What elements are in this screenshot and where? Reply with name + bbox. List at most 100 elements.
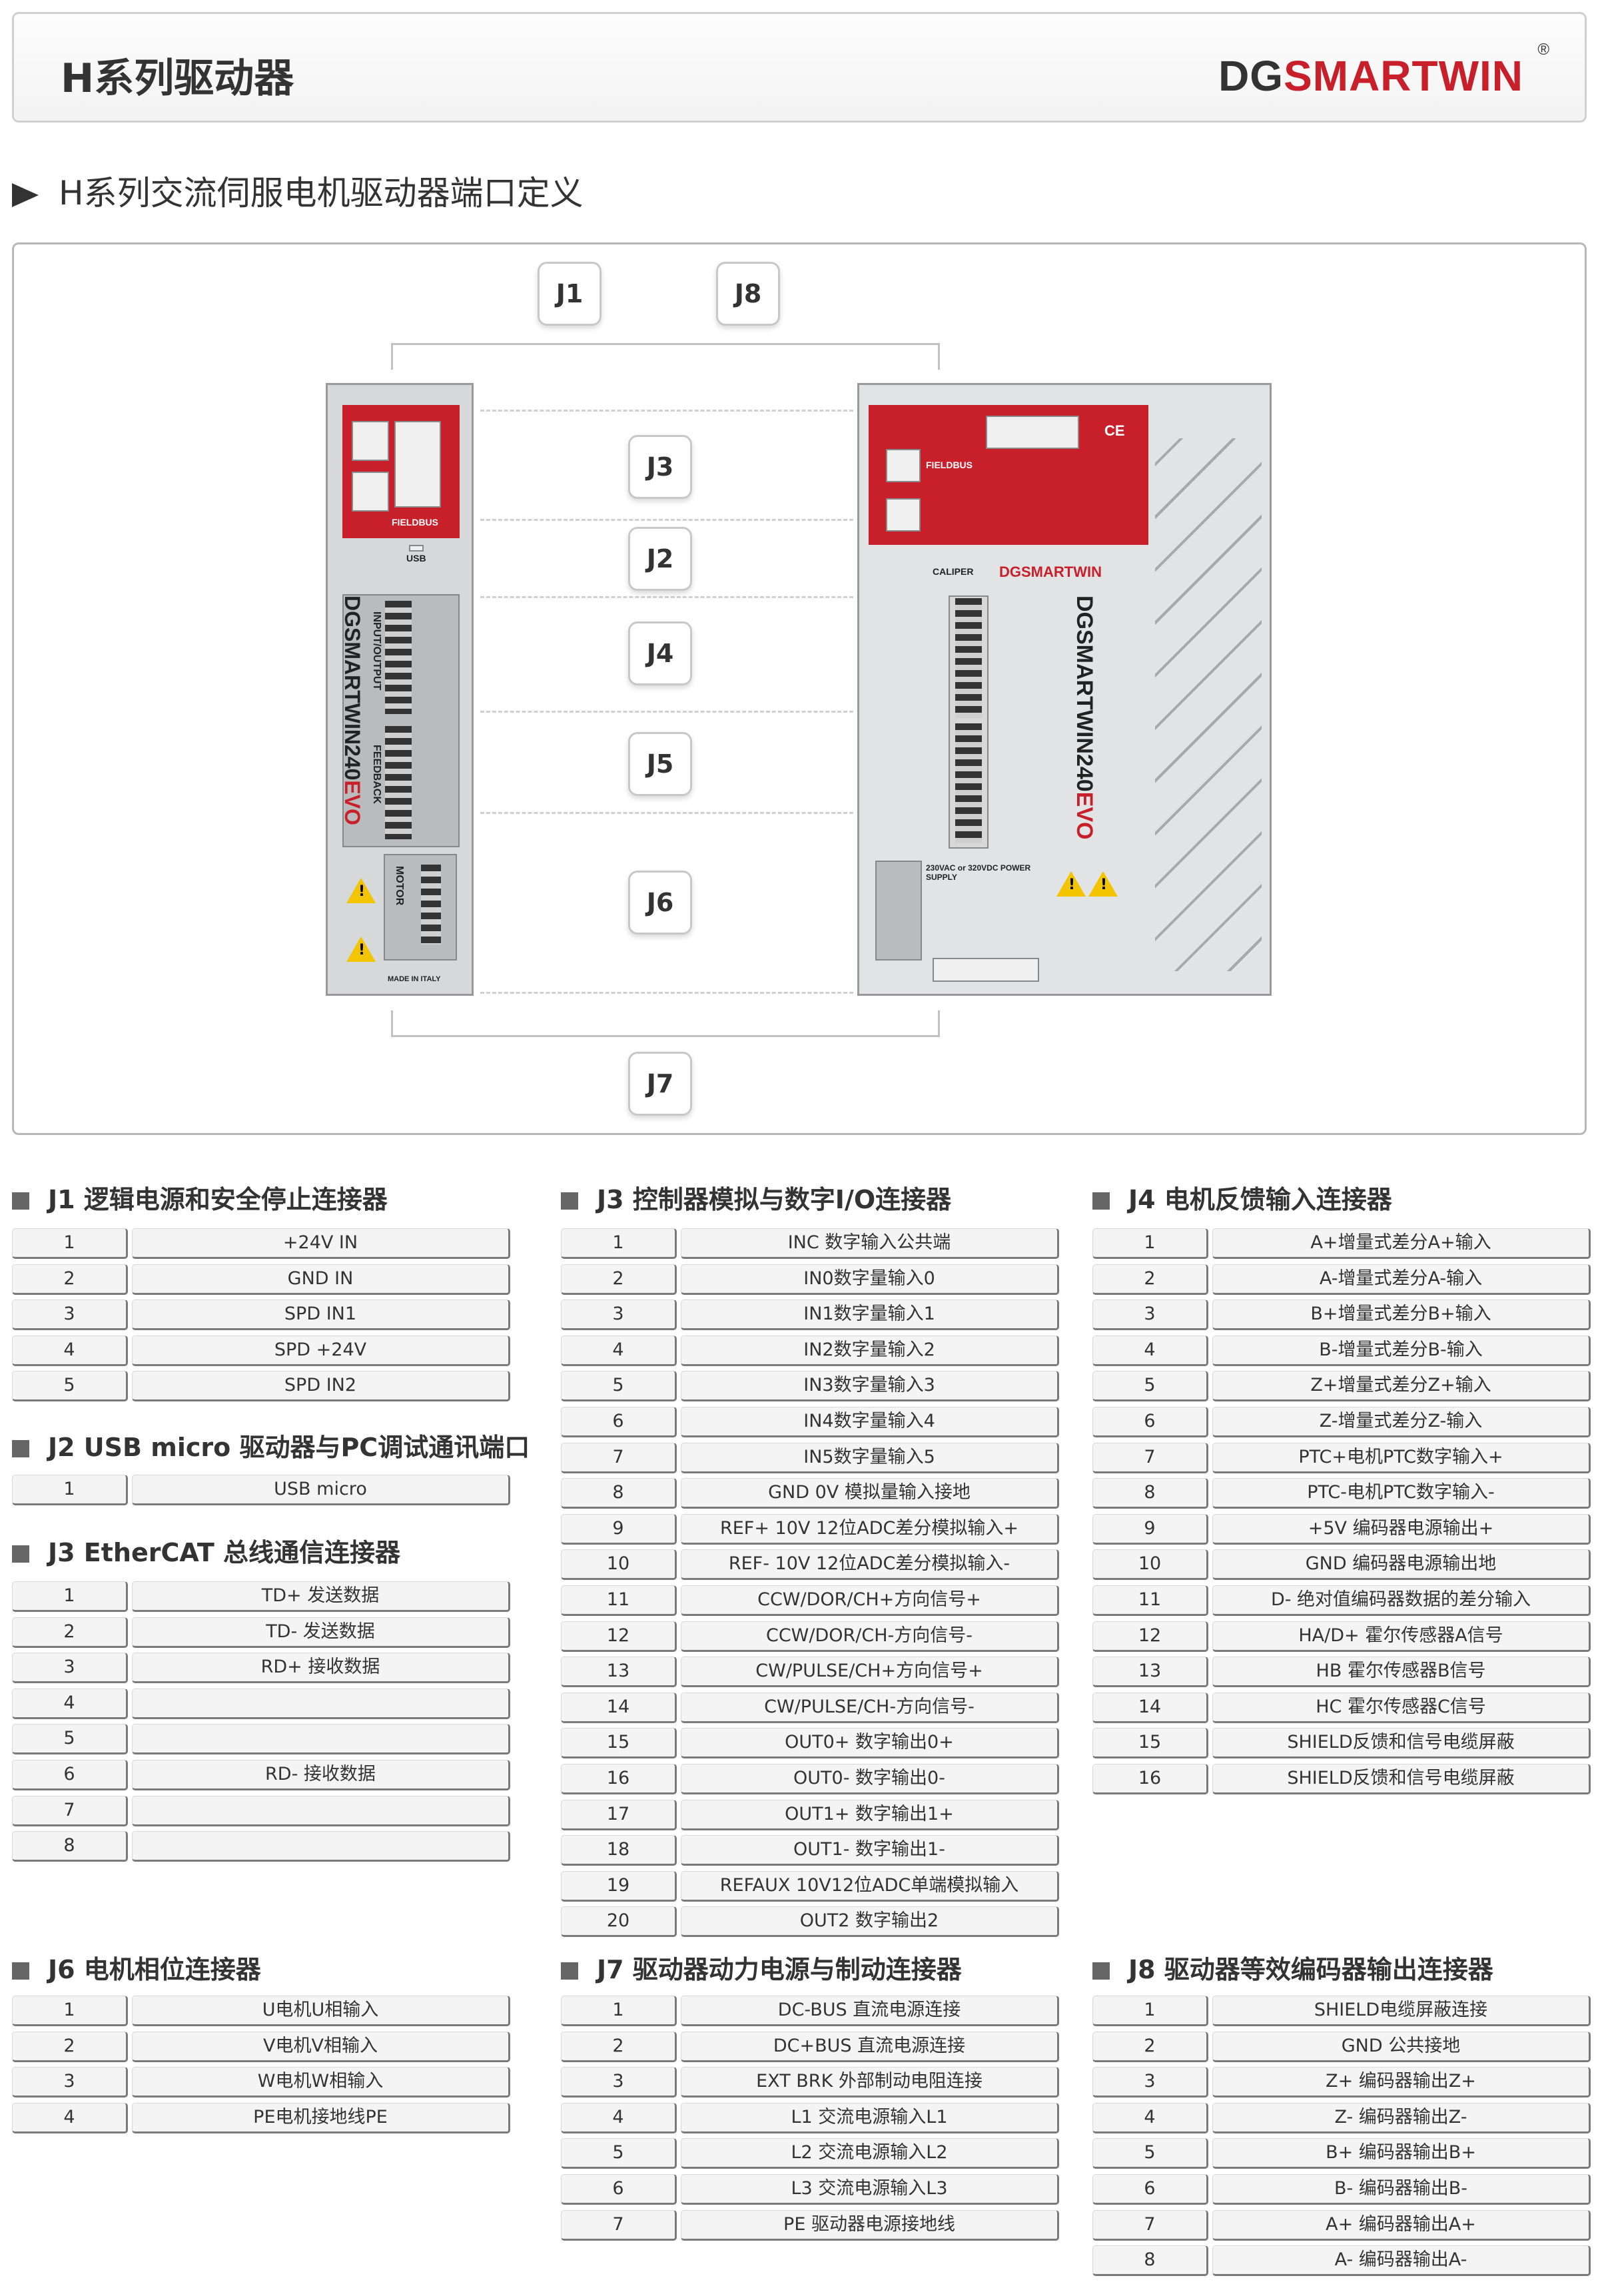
guide-line [480, 992, 853, 994]
pin-number-cell: 11 [1092, 1585, 1208, 1616]
bullet-square-icon [12, 1962, 29, 1980]
pin-number-cell: 1 [12, 1996, 128, 2026]
pin-description-cell: Z- 编码器输出Z- [1212, 2102, 1591, 2133]
pin-description-cell: IN5数字量输入5 [681, 1442, 1059, 1473]
pin-number-cell: 2 [561, 1264, 677, 1295]
pin-description-cell: L1 交流电源输入L1 [681, 2102, 1059, 2133]
pin-number-cell: 13 [1092, 1657, 1208, 1688]
pin-number-cell: 16 [1092, 1764, 1208, 1794]
pin-description-cell: V电机V相输入 [132, 2031, 510, 2062]
pin-number-cell: 14 [1092, 1692, 1208, 1723]
pin-description-cell: HB 霍尔传感器B信号 [1212, 1657, 1591, 1688]
pin-number-cell: 3 [561, 1300, 677, 1331]
pin-description-cell: OUT0+ 数字输出0+ [681, 1728, 1059, 1759]
label-j2: J2 [628, 527, 692, 591]
pin-number-cell: 8 [1092, 2245, 1208, 2277]
table-row: 4 [12, 1688, 510, 1719]
pin-number-cell: 1 [1092, 1996, 1208, 2026]
pin-description-cell: B+ 编码器输出B+ [1212, 2138, 1591, 2169]
pin-number-cell: 3 [12, 1300, 128, 1331]
pin-number-cell: 4 [561, 2102, 677, 2133]
rj45-port-upper [352, 421, 389, 461]
pin-number-cell: 6 [561, 1407, 677, 1437]
table-row: 9+5V 编码器电源输出+ [1092, 1513, 1591, 1545]
pin-number-cell: 1 [561, 1228, 677, 1259]
usb-text: USB [406, 553, 426, 564]
pin-description-cell [132, 1724, 510, 1755]
io-pins [385, 601, 412, 714]
pin-description-cell: GND 编码器电源输出地 [1212, 1549, 1591, 1581]
pin-description-cell: Z+ 编码器输出Z+ [1212, 2067, 1591, 2098]
pin-description-cell: L2 交流电源输入L2 [681, 2138, 1059, 2169]
pin-description-cell: OUT1- 数字输出1- [681, 1835, 1059, 1866]
pin-description-cell: Z+增量式差分Z+输入 [1212, 1371, 1591, 1402]
feedback-terminal-pins [955, 723, 982, 843]
pin-number-cell: 5 [12, 1724, 128, 1755]
pin-number-cell: 4 [12, 1335, 128, 1366]
pin-number-cell: 5 [12, 1371, 128, 1402]
pin-number-cell: 10 [561, 1549, 677, 1581]
play-arrow-icon [12, 183, 39, 207]
bullet-square-icon [1092, 1192, 1110, 1210]
pin-description-cell: EXT BRK 外部制动电阻连接 [681, 2067, 1059, 2098]
side-brand-text: DGSMARTWIN [999, 564, 1102, 580]
brand-registered: ® [1537, 41, 1550, 59]
warning-icon [1056, 871, 1086, 897]
pin-description-cell: RD+ 接收数据 [132, 1653, 510, 1684]
pin-description-cell: SHIELD反馈和信号电缆屏蔽 [1212, 1728, 1591, 1759]
section-subtitle: H系列交流伺服电机驱动器端口定义 [12, 167, 584, 214]
pin-number-cell: 1 [12, 1581, 128, 1612]
pin-description-cell: OUT1+ 数字输出1+ [681, 1799, 1059, 1830]
pin-description-cell: A- 编码器输出A- [1212, 2245, 1591, 2277]
pin-number-cell: 6 [1092, 2174, 1208, 2205]
pin-number-cell: 6 [1092, 1407, 1208, 1437]
pin-description-cell: DC-BUS 直流电源连接 [681, 1996, 1059, 2026]
pin-number-cell: 7 [561, 2209, 677, 2241]
j3-ethercat-section-title: J3 EtherCAT 总线通信连接器 [12, 1532, 400, 1569]
side-fieldbus-text: FIELDBUS [926, 460, 973, 470]
j2-section-title: J2 USB micro 驱动器与PC调试通讯端口 [12, 1427, 530, 1463]
motor-connector-block [384, 854, 457, 960]
bullet-square-icon [12, 1440, 29, 1457]
top-bracket [391, 343, 940, 370]
pin-number-cell: 3 [561, 2067, 677, 2098]
label-j5: J5 [628, 732, 692, 796]
pin-number-cell: 3 [12, 2067, 128, 2098]
feedback-pins [385, 726, 412, 839]
pin-number-cell: 7 [561, 1442, 677, 1473]
pin-number-cell: 5 [561, 2138, 677, 2169]
pin-number-cell: 11 [561, 1585, 677, 1616]
label-j7: J7 [628, 1052, 692, 1116]
ce-mark: CE [1104, 422, 1125, 439]
table-row: 1+24V IN [12, 1228, 510, 1259]
pin-description-cell: CCW/DOR/CH-方向信号- [681, 1621, 1059, 1652]
pin-number-cell: 3 [1092, 1300, 1208, 1331]
page-header: H系列驱动器 DGSMARTWIN® [12, 12, 1587, 123]
pin-description-cell: D- 绝对值编码器数据的差分输入 [1212, 1585, 1591, 1616]
model-evo: EVO [340, 780, 364, 825]
pin-number-cell: 9 [561, 1513, 677, 1545]
